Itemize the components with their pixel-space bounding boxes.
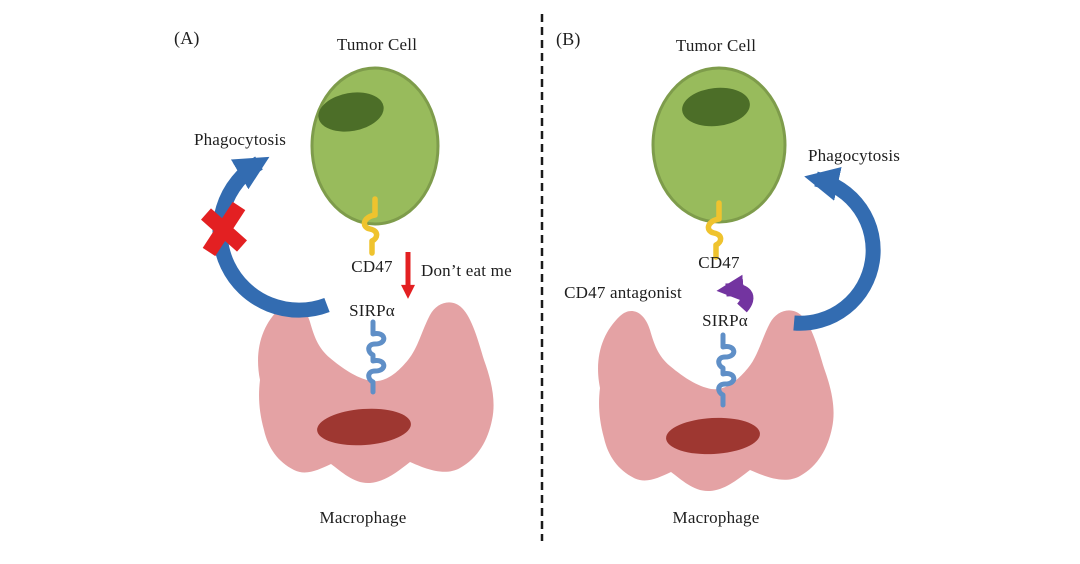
cd47-antagonist-label: CD47 antagonist [564, 283, 682, 302]
panel-b-tag: (B) [556, 29, 581, 49]
macrophage-nucleus-a [317, 408, 411, 446]
cd47-label-a: CD47 [351, 257, 393, 276]
macrophage-b [598, 310, 834, 492]
panel-a-tag: (A) [174, 28, 200, 48]
tumor-cell-label-a: Tumor Cell [336, 35, 418, 54]
cd47-antagonist-arrow-icon [716, 274, 754, 313]
phagocytosis-label-a: Phagocytosis [193, 130, 287, 149]
macrophage-label-a: Macrophage [319, 508, 407, 527]
phagocytosis-label-b: Phagocytosis [807, 146, 901, 165]
tumor-cell-nucleus-a [318, 92, 384, 132]
tumor-cell-nucleus-b [682, 87, 750, 127]
phagocytosis-arrow-a [212, 156, 330, 318]
dont-eat-me-label: Don’t eat me [421, 261, 512, 280]
panel-a [201, 66, 494, 484]
inhibition-x-icon [201, 201, 247, 257]
sirpa-label-a: SIRPα [349, 301, 395, 320]
phagocytosis-arrow-b [793, 167, 881, 331]
macrophage-label-b: Macrophage [672, 508, 760, 527]
sirpa-label-b: SIRPα [702, 311, 748, 330]
panel-b [598, 66, 881, 492]
tumor-cell-label-b: Tumor Cell [675, 36, 757, 55]
macrophage-a [258, 302, 494, 484]
macrophage-nucleus-b [666, 417, 760, 455]
cd47-label-b: CD47 [698, 253, 740, 272]
